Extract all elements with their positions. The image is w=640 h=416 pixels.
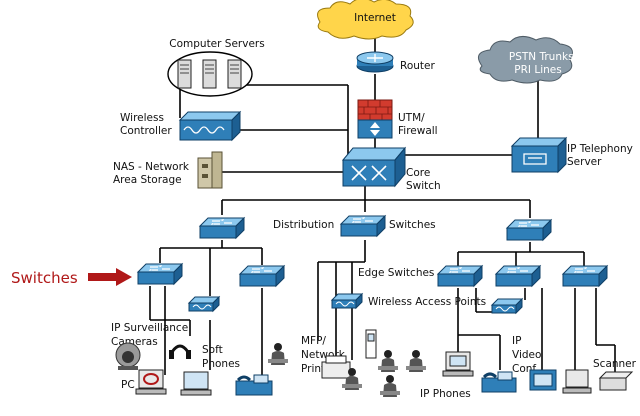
edge-switch-icon <box>495 265 541 287</box>
utm-label-line2: Firewall <box>398 125 438 137</box>
ip-phone-icon <box>365 329 377 359</box>
ip-phone-icon <box>481 371 517 393</box>
computer-servers-label: Computer Servers <box>169 38 264 50</box>
pc-icon <box>442 351 474 377</box>
core-switch-icon <box>341 146 407 188</box>
switches-callout-label: Switches <box>11 269 78 287</box>
distribution-switch-icon <box>506 219 552 241</box>
pc-icon <box>180 371 212 396</box>
internet-cloud-icon <box>317 0 414 40</box>
core-switch-label-line1: Core <box>406 167 430 179</box>
scanner-icon <box>598 371 634 391</box>
core-switch-label-line2: Switch <box>406 180 441 192</box>
ip-telephony-label-line1: IP Telephony <box>567 143 633 155</box>
pstn-label-line2: PRI Lines <box>514 64 561 76</box>
user-icon <box>380 375 400 397</box>
pstn-label-line1: PSTN Trunks/ <box>509 51 578 63</box>
nas-label-line2: Area Storage <box>113 174 182 186</box>
edge-switches-label: Edge Switches <box>358 267 434 279</box>
nas-storage-icon <box>197 151 223 189</box>
ip-video-label-line2: Video <box>512 349 541 361</box>
edge-switch-icon <box>137 263 183 285</box>
wireless-access-point-icon <box>331 293 363 309</box>
pc-icon <box>135 369 167 395</box>
server-rack-icon <box>167 51 253 97</box>
pc-label: PC <box>121 379 135 391</box>
ip-camera-icon <box>115 342 141 370</box>
ip-telephony-label-line2: Server <box>567 156 602 168</box>
distribution-switch-icon <box>199 217 245 239</box>
pstn-cloud-icon <box>477 36 573 84</box>
soft-phones-label-line1: Soft <box>202 344 223 356</box>
headset-icon <box>169 344 191 359</box>
soft-phones-label-line2: Phones <box>202 358 240 370</box>
ip-phone-icon <box>235 374 273 396</box>
distribution-label-right: Switches <box>389 219 436 231</box>
wireless-access-point-icon <box>188 296 220 312</box>
distribution-switch-icon <box>340 215 386 237</box>
wireless-controller-label-line1: Wireless <box>120 112 164 124</box>
router-icon <box>356 51 394 73</box>
wireless-aps-label: Wireless Access Points <box>368 296 486 308</box>
pc-icon <box>562 369 592 394</box>
ip-video-label-line1: IP <box>512 335 521 347</box>
distribution-label-left: Distribution <box>273 219 334 231</box>
router-label: Router <box>400 60 435 72</box>
edge-switch-icon <box>239 265 285 287</box>
scanner-label: Scanner <box>593 358 637 370</box>
printer-icon <box>321 355 351 379</box>
ip-telephony-server-icon <box>510 136 568 174</box>
internet-label: Internet <box>354 12 396 24</box>
ip-surveillance-label-line1: IP Surveillance <box>111 322 188 334</box>
video-conf-icon <box>529 369 557 391</box>
user-icon <box>268 343 288 365</box>
wireless-controller-label-line2: Controller <box>120 125 172 137</box>
nas-label-line1: NAS - Network <box>113 161 190 173</box>
wireless-controller-icon <box>178 110 242 142</box>
mfp-label-line1: MFP/ <box>301 335 326 347</box>
connection-lines <box>149 30 616 378</box>
arrow-right-icon <box>88 268 132 286</box>
wireless-access-point-icon <box>491 298 523 314</box>
utm-label-line1: UTM/ <box>398 112 425 124</box>
user-icon <box>406 350 426 372</box>
edge-switch-icon <box>562 265 608 287</box>
firewall-icon <box>357 99 393 139</box>
ip-phones-label: IP Phones <box>420 388 471 400</box>
user-icon <box>378 350 398 372</box>
edge-switch-icon <box>437 265 483 287</box>
